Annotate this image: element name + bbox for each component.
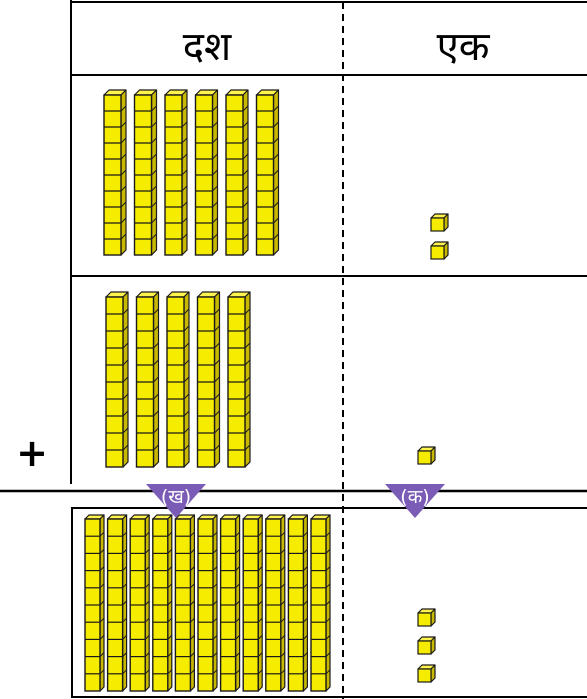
unit-cube (417, 664, 436, 683)
ten-rod (265, 514, 286, 692)
ten-rod (255, 89, 280, 256)
ones-column-marker: (क) (385, 484, 445, 518)
unit-cube (430, 213, 449, 232)
ten-rod (135, 291, 160, 468)
plus-sign: + (16, 431, 48, 475)
header-tens: दश (183, 24, 232, 70)
header-ones: एक (437, 24, 491, 70)
ten-rod (194, 89, 219, 256)
ten-rod (197, 514, 218, 692)
ones-marker-triangle (385, 484, 445, 518)
ten-rod (174, 514, 195, 692)
ten-rod (219, 514, 241, 692)
ten-rod (225, 89, 249, 256)
ten-rod (166, 291, 190, 468)
unit-cube (430, 241, 449, 260)
ten-rod (84, 514, 105, 692)
unit-cube (417, 636, 436, 655)
ten-rod (227, 291, 251, 468)
second-addend-blocks (105, 291, 436, 468)
unit-cube (417, 446, 436, 465)
ten-rod (287, 514, 308, 692)
ten-rod (152, 514, 173, 692)
ten-rod (310, 514, 331, 692)
ten-rod (242, 514, 263, 692)
tens-column-marker: (ख) (146, 484, 206, 518)
ones-marker-label: (क) (400, 486, 429, 508)
ten-rod (196, 291, 221, 468)
ten-rod (105, 291, 129, 468)
result-box (71, 507, 587, 698)
ten-rod (164, 89, 188, 256)
tens-marker-label: (ख) (161, 486, 191, 508)
sum-blocks (84, 514, 436, 692)
tens-marker-triangle (146, 484, 206, 518)
ten-rod (133, 89, 158, 256)
unit-cube (417, 608, 436, 627)
ten-rod (106, 514, 128, 692)
ten-rod (103, 89, 127, 256)
first-addend-blocks (103, 89, 449, 260)
base-ten-blocks (84, 89, 449, 692)
ten-rod (129, 514, 150, 692)
